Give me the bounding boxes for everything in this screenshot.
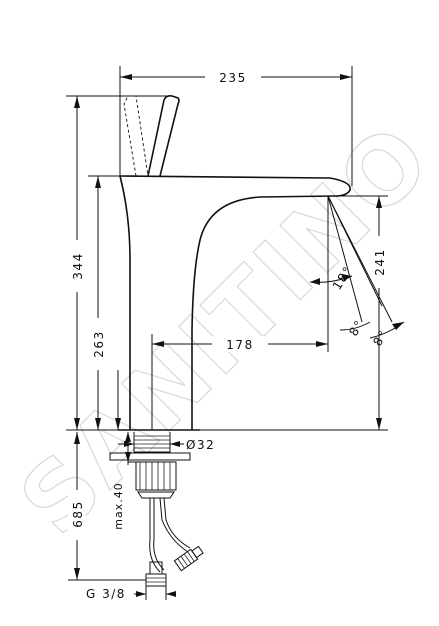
- label-344: 344: [71, 252, 85, 279]
- label-178: 178: [226, 338, 253, 352]
- angle-8a: 8°: [346, 317, 367, 339]
- dimension-235: 235: [119, 66, 353, 186]
- label-263: 263: [92, 330, 106, 357]
- label-max40: max.40: [112, 482, 125, 529]
- faucet-body: [109, 95, 351, 587]
- angle-lines: [309, 195, 405, 339]
- angle-8b: 8°: [370, 327, 391, 349]
- label-thread: G 3/8: [86, 587, 126, 601]
- watermark: SANITINO: [0, 102, 439, 556]
- label-235: 235: [219, 71, 246, 85]
- label-241: 241: [373, 248, 387, 275]
- dimension-max40: max.40: [112, 432, 136, 530]
- dimension-178: 178: [151, 196, 329, 430]
- label-diameter: Ø32: [186, 438, 215, 452]
- dimension-thread: G 3/8: [86, 586, 176, 601]
- dimension-344: 344: [66, 95, 172, 431]
- svg-text:SANITINO: SANITINO: [0, 103, 439, 555]
- dimension-685: 685: [68, 432, 146, 581]
- base-marker: [115, 370, 121, 430]
- dimension-263: 263: [88, 175, 120, 430]
- label-685: 685: [71, 500, 85, 527]
- dimension-diameter: Ø32: [118, 438, 215, 452]
- dimension-241: 241: [200, 195, 388, 431]
